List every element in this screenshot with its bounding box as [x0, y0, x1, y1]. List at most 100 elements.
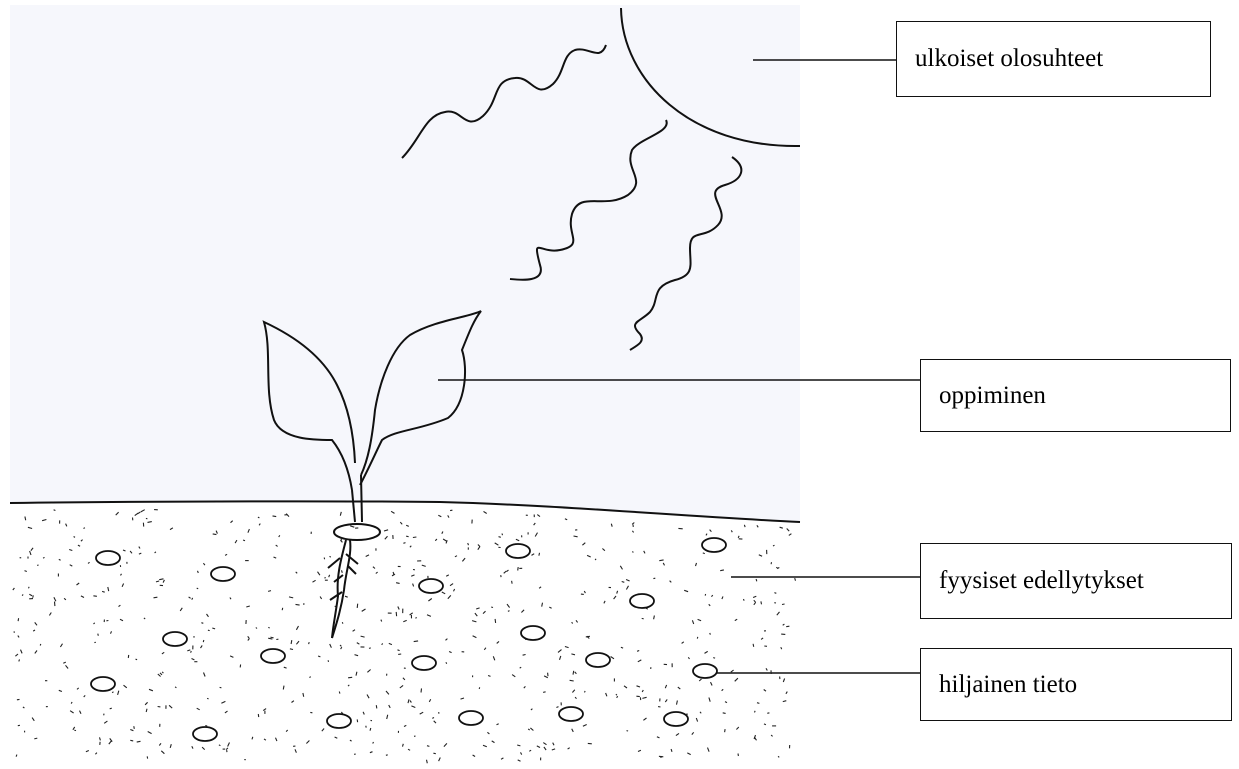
soil-speckle — [586, 636, 590, 637]
soil-speckle — [191, 651, 192, 653]
soil-speckle — [421, 688, 422, 692]
soil-speckle — [414, 641, 418, 642]
soil-speckle — [29, 587, 30, 589]
soil-speckle — [757, 703, 759, 704]
soil-speckle — [137, 741, 141, 742]
soil-speckle — [744, 525, 745, 527]
soil-speckle — [74, 537, 75, 538]
soil-speckle — [98, 634, 99, 636]
soil-speckle — [342, 570, 343, 573]
soil-speckle — [283, 686, 284, 690]
label-physical-prerequisites: fyysiset edellytykset — [920, 543, 1232, 619]
stone-icon — [211, 567, 235, 581]
soil-speckle — [25, 517, 26, 521]
soil-speckle — [270, 637, 273, 638]
soil-speckle — [642, 618, 644, 619]
soil-speckle — [154, 597, 158, 598]
soil-speckle — [433, 753, 435, 754]
soil-speckle — [112, 692, 113, 693]
soil-speckle — [268, 627, 269, 628]
soil-speckle — [84, 528, 85, 529]
soil-speckle — [595, 559, 596, 560]
soil-speckle — [252, 737, 253, 740]
label-physical-prerequisites-text: fyysiset edellytykset — [939, 567, 1144, 595]
soil-speckle — [348, 677, 352, 678]
soil-speckle — [370, 728, 371, 731]
soil-speckle — [585, 691, 586, 693]
soil-speckle — [33, 595, 34, 597]
soil-speckle — [491, 607, 493, 608]
stone-icon — [91, 677, 115, 691]
soil-speckle — [256, 628, 257, 629]
soil-speckle — [446, 662, 447, 664]
soil-speckle — [523, 655, 526, 656]
stone-icon — [163, 632, 187, 646]
soil-speckle — [22, 594, 23, 595]
soil-speckle — [331, 565, 332, 567]
soil-speckle — [219, 745, 221, 746]
soil-speckle — [74, 730, 76, 731]
soil-speckle — [632, 552, 633, 553]
soil-speckle — [198, 571, 199, 573]
soil-speckle — [756, 579, 757, 581]
soil-speckle — [197, 588, 199, 589]
stone-icon — [586, 653, 610, 667]
soil-speckle — [713, 658, 715, 659]
soil-speckle — [703, 553, 705, 554]
soil-speckle — [290, 649, 293, 650]
soil-speckle — [205, 726, 207, 727]
soil-speckle — [720, 570, 724, 571]
stone-icon — [702, 538, 726, 552]
soil-speckle — [19, 659, 20, 661]
soil-speckle — [723, 713, 726, 714]
soil-speckle — [381, 620, 382, 622]
soil-speckle — [542, 603, 543, 607]
soil-speckle — [398, 650, 400, 651]
soil-speckle — [403, 543, 405, 544]
soil-speckle — [207, 698, 209, 699]
soil-speckle — [543, 692, 546, 693]
soil-speckle — [369, 648, 371, 649]
soil-speckle — [468, 543, 469, 545]
soil-speckle — [427, 746, 429, 747]
label-tacit-knowledge-text: hiljainen tieto — [939, 671, 1077, 699]
soil-speckle — [495, 619, 496, 623]
soil-speckle — [243, 540, 245, 541]
soil-speckle — [755, 711, 756, 713]
soil-speckle — [795, 578, 796, 581]
soil-speckle — [325, 577, 326, 578]
stone-icon — [412, 656, 436, 670]
soil-speckle — [18, 618, 19, 621]
soil-speckle — [273, 516, 277, 517]
soil-speckle — [499, 537, 501, 538]
soil-speckle — [134, 726, 135, 729]
soil-speckle — [342, 622, 343, 624]
soil-speckle — [16, 755, 17, 757]
label-learning: oppiminen — [920, 359, 1231, 432]
soil-speckle — [508, 611, 510, 612]
soil-speckle — [396, 583, 400, 584]
soil-speckle — [213, 534, 217, 535]
stone-icon — [459, 711, 483, 725]
soil-speckle — [296, 604, 300, 605]
soil-speckle — [102, 591, 105, 592]
stone-icon — [559, 707, 583, 721]
label-learning-text: oppiminen — [939, 382, 1046, 410]
soil-speckle — [520, 667, 522, 668]
soil-speckle — [71, 702, 72, 704]
soil-speckle — [339, 692, 340, 694]
stone-icon — [327, 714, 351, 728]
soil-speckle — [309, 677, 310, 678]
soil-speckle — [146, 709, 147, 712]
soil-speckle — [502, 534, 503, 536]
soil-speckle — [282, 608, 283, 610]
soil-speckle — [192, 598, 193, 600]
stone-icon — [419, 579, 443, 593]
soil-speckle — [573, 671, 574, 675]
soil-speckle — [268, 591, 271, 592]
soil-speckle — [357, 604, 358, 608]
soil-speckle — [136, 659, 138, 660]
soil-speckle — [744, 599, 745, 601]
soil-speckle — [386, 755, 388, 756]
soil-speckle — [291, 640, 292, 644]
